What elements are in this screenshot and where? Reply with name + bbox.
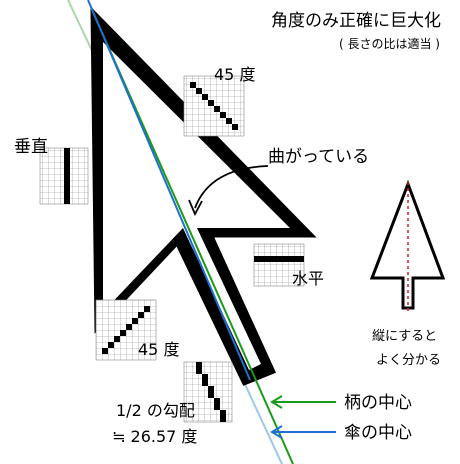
label-vertical: 垂直 — [14, 137, 48, 157]
curved-arrow-icon — [188, 165, 269, 217]
label-45-degrees-bottom: 45 度 — [138, 340, 179, 359]
label-umbrella-center: 傘の中心 — [344, 423, 412, 443]
pixel-grid-45-bottom — [95, 299, 157, 361]
diagram-subtitle: ( 長さの比は適当 ) — [339, 36, 440, 51]
handle-center-arrow-icon — [270, 395, 336, 409]
note-line1: 縦にすると — [372, 329, 437, 344]
label-gradient-line2: ≒ 26.57 度 — [112, 427, 197, 446]
umbrella-center-line — [87, 0, 251, 381]
pixel-grid-horizontal — [253, 243, 305, 287]
note-line2: よく分かる — [376, 353, 441, 368]
pixel-grid-vertical — [39, 147, 89, 205]
label-horizontal: 水平 — [292, 269, 324, 288]
label-curved: 曲がっている — [268, 147, 369, 167]
diagram-title: 角度のみ正確に巨大化 — [271, 11, 441, 31]
pixel-grid-gradient — [183, 361, 233, 423]
label-gradient-line1: 1/2 の勾配 — [116, 401, 195, 420]
pixel-grid-45-top — [183, 75, 245, 137]
umbrella-center-arrow-icon — [270, 425, 336, 439]
small-cursor-icon — [369, 179, 446, 312]
label-45-degrees-top: 45 度 — [214, 65, 255, 84]
label-handle-center: 柄の中心 — [344, 393, 412, 413]
